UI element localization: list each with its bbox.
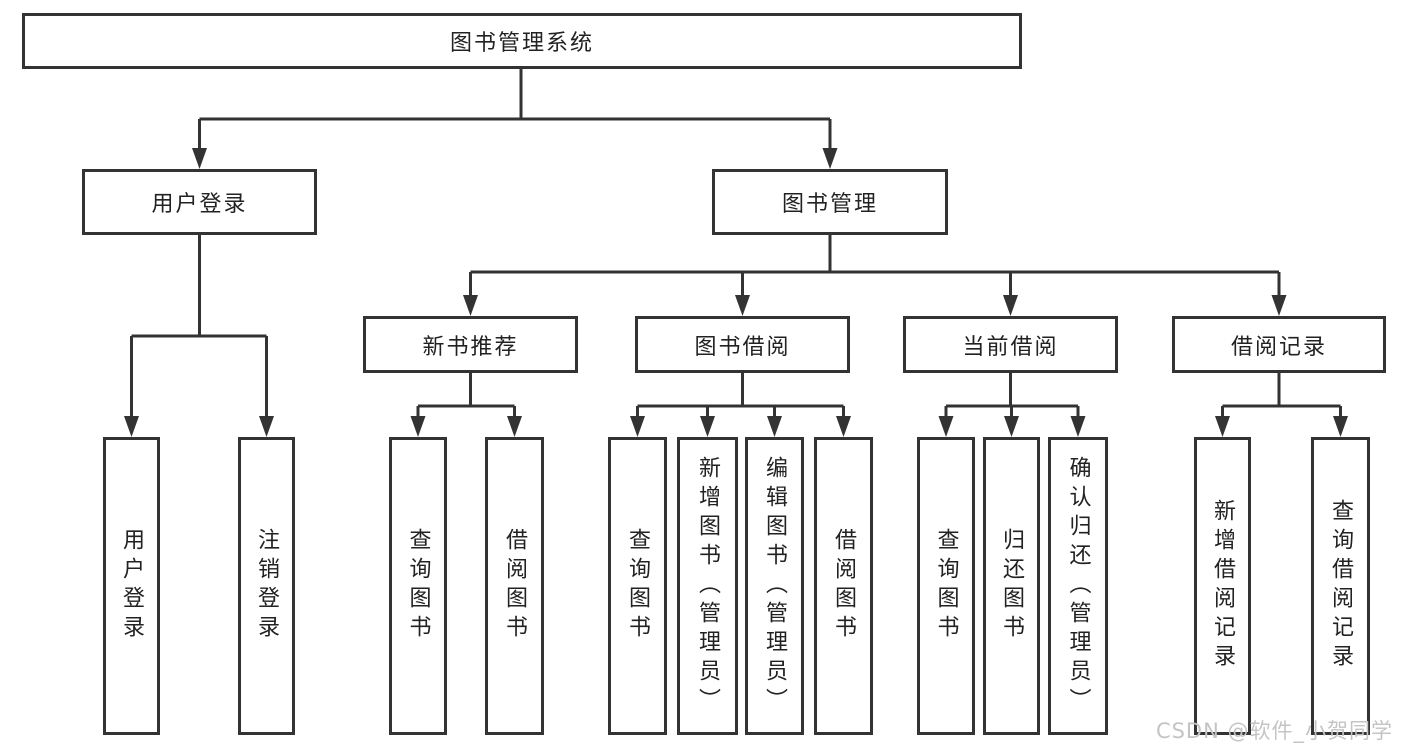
- leaf-bb-borrow-books-label: 借阅图书: [831, 528, 857, 644]
- arrow-down-icon: [938, 416, 954, 437]
- node-current-borrow-label: 当前借阅: [962, 334, 1059, 360]
- node-user-login-label: 用户登录: [151, 192, 248, 217]
- arrow-down-icon: [735, 295, 750, 316]
- leaf-user-login-label: 用户登录: [119, 528, 145, 644]
- leaf-bb-borrow-books: 借阅图书: [814, 437, 873, 735]
- leaf-cb-return-books: 归还图书: [983, 437, 1040, 735]
- node-borrow-records: 借阅记录: [1172, 316, 1386, 373]
- node-book-borrow-label: 图书借阅: [694, 334, 791, 360]
- leaf-br-query-borrow-record-label: 查询借阅记录: [1328, 499, 1354, 673]
- leaf-bb-add-books-admin: 新增图书（管理员）: [677, 437, 738, 735]
- leaf-br-add-borrow-record: 新增借阅记录: [1194, 437, 1251, 735]
- leaf-logout-label: 注销登录: [254, 528, 280, 644]
- arrow-down-icon: [1215, 416, 1230, 437]
- node-new-book-recommend-label: 新书推荐: [422, 334, 519, 360]
- leaf-bb-edit-books-admin: 编辑图书（管理员）: [745, 437, 804, 735]
- csdn-watermark: CSDN @软件_小贺同学: [1155, 719, 1393, 743]
- node-book-management-label: 图书管理: [781, 192, 878, 217]
- arrow-down-icon: [767, 416, 782, 437]
- leaf-nbr-borrow-books: 借阅图书: [485, 437, 544, 735]
- arrow-down-icon: [124, 416, 139, 437]
- node-new-book-recommend: 新书推荐: [363, 316, 578, 373]
- node-root: 图书管理系统: [22, 13, 1022, 69]
- leaf-bb-edit-books-admin-label: 编辑图书（管理员）: [762, 455, 788, 717]
- leaf-cb-query-books: 查询图书: [917, 437, 975, 735]
- arrow-down-icon: [1271, 295, 1287, 316]
- arrow-down-icon: [630, 416, 645, 437]
- node-borrow-records-label: 借阅记录: [1230, 334, 1327, 360]
- leaf-bb-query-books-label: 查询图书: [625, 528, 651, 644]
- leaf-cb-return-books-label: 归还图书: [999, 528, 1025, 644]
- arrow-down-icon: [1003, 295, 1018, 316]
- leaf-logout: 注销登录: [238, 437, 295, 735]
- arrow-down-icon: [259, 416, 274, 437]
- leaf-cb-confirm-return-admin-label: 确认归还（管理员）: [1065, 455, 1091, 717]
- leaf-cb-confirm-return-admin: 确认归还（管理员）: [1048, 437, 1108, 735]
- leaf-nbr-query-books: 查询图书: [389, 437, 447, 735]
- arrow-down-icon: [410, 416, 426, 437]
- arrow-down-icon: [463, 295, 478, 316]
- node-user-login: 用户登录: [82, 169, 317, 235]
- arrow-down-icon: [507, 416, 522, 437]
- arrowhead-icons: [124, 148, 1348, 437]
- arrow-down-icon: [1333, 416, 1348, 437]
- node-book-management: 图书管理: [712, 169, 948, 235]
- leaf-bb-add-books-admin-label: 新增图书（管理员）: [695, 455, 721, 717]
- arrow-down-icon: [700, 416, 715, 437]
- leaf-br-add-borrow-record-label: 新增借阅记录: [1210, 499, 1236, 673]
- node-root-label: 图书管理系统: [449, 31, 594, 56]
- node-current-borrow: 当前借阅: [903, 316, 1118, 373]
- connector-path: [130, 69, 1342, 420]
- leaf-nbr-query-books-label: 查询图书: [405, 528, 431, 644]
- arrow-down-icon: [192, 148, 207, 169]
- arrow-down-icon: [1004, 416, 1019, 437]
- leaf-br-query-borrow-record: 查询借阅记录: [1311, 437, 1370, 735]
- node-book-borrow: 图书借阅: [635, 316, 850, 373]
- leaf-nbr-borrow-books-label: 借阅图书: [502, 528, 528, 644]
- arrow-down-icon: [836, 416, 851, 437]
- leaf-cb-query-books-label: 查询图书: [933, 528, 959, 644]
- leaf-bb-query-books: 查询图书: [608, 437, 667, 735]
- leaf-user-login: 用户登录: [103, 437, 160, 735]
- arrow-down-icon: [1070, 416, 1086, 437]
- arrow-down-icon: [822, 148, 838, 169]
